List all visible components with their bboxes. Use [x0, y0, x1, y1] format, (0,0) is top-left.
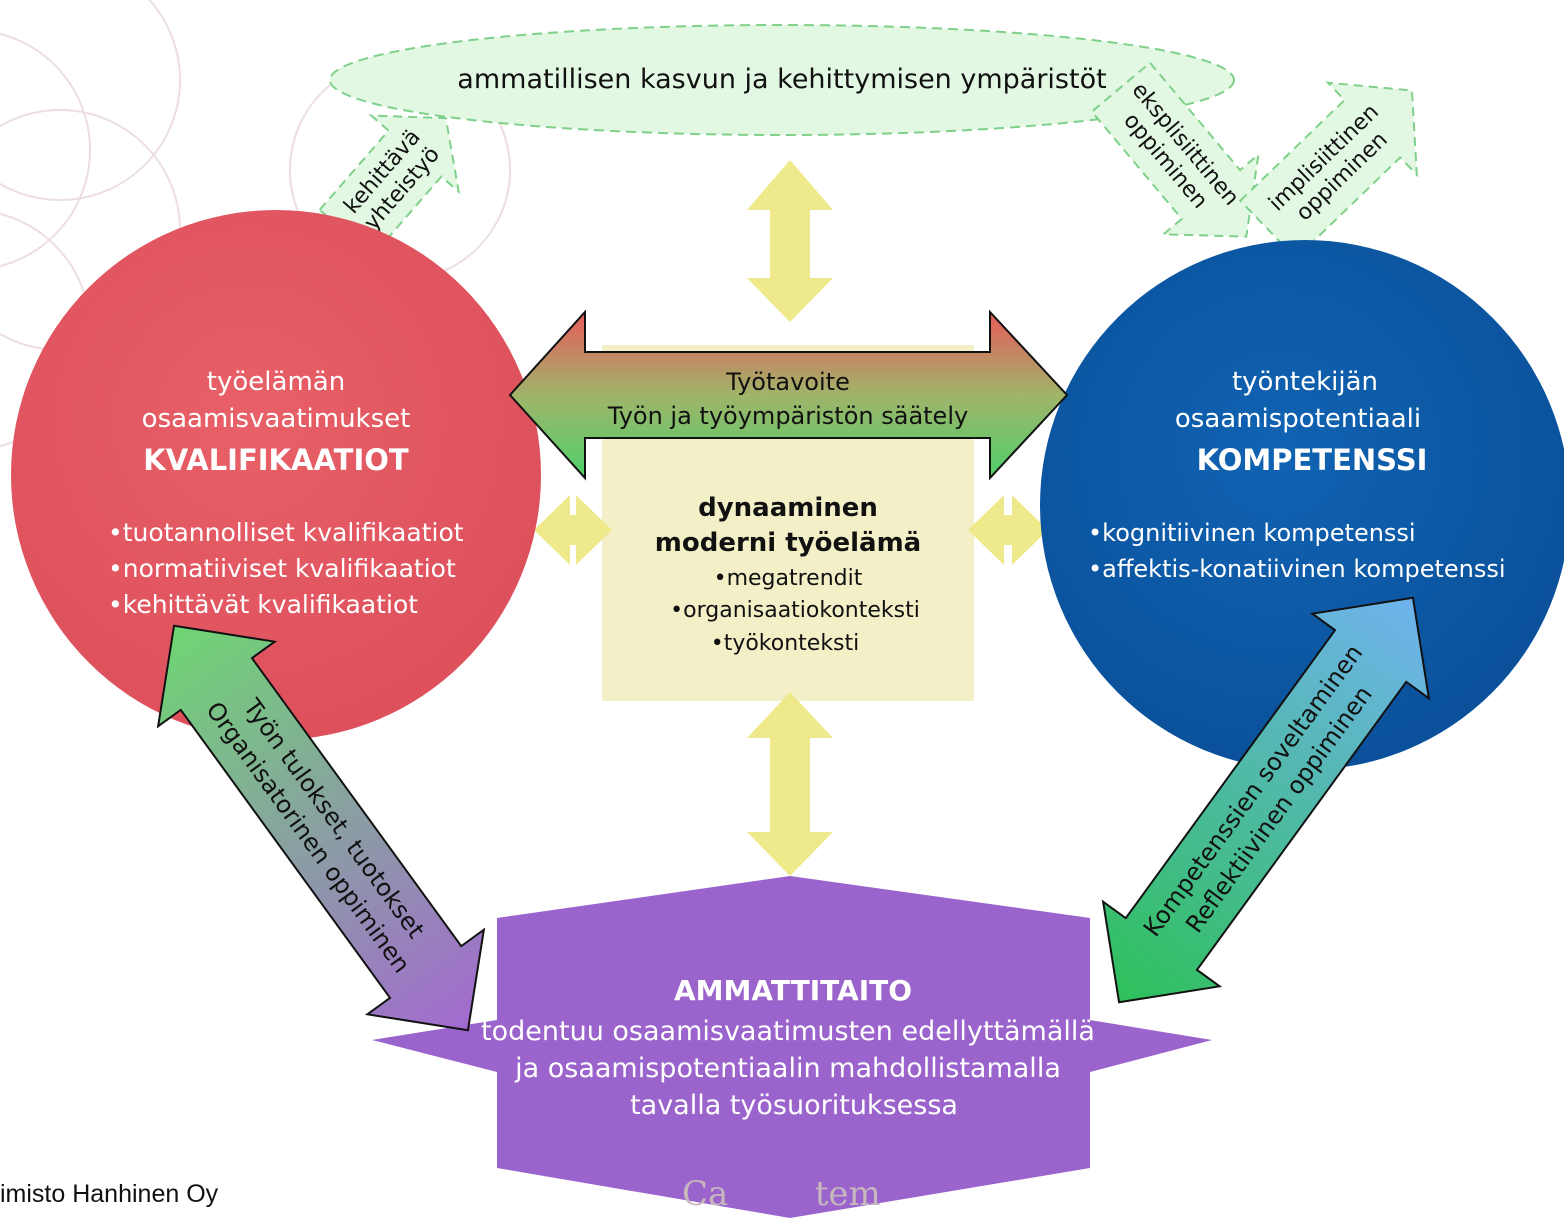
left-circle-heading: KVALIFIKAATIOT — [143, 443, 409, 477]
center-box-heading1: dynaaminen — [698, 493, 878, 523]
right-circle-line1: työntekijän — [1232, 367, 1378, 397]
bottom-star-heading: AMMATTITAITO — [674, 974, 912, 1007]
top-ellipse-label: ammatillisen kasvun ja kehittymisen ympä… — [457, 64, 1106, 95]
left-circle-line2: osaamisvaatimukset — [142, 404, 411, 434]
right-circle-bullet-2: •affektis-konatiivinen kompetenssi — [1088, 555, 1506, 583]
bottom-star-line-2: ja osaamispotentiaalin mahdollistamalla — [514, 1053, 1061, 1084]
top-ellipse — [329, 24, 1235, 136]
footer-watermark: Ca tem — [682, 1174, 881, 1214]
right-circle-heading: KOMPETENSSI — [1197, 443, 1428, 477]
center-box-heading2: moderni työelämä — [655, 528, 921, 558]
center-double-arrow — [508, 309, 1069, 481]
center-box-bullet-2: •organisaatiokonteksti — [670, 598, 920, 623]
center-arrow-line2: Työn ja työympäristön säätely — [607, 402, 968, 430]
bottom-star-line-1: todentuu osaamisvaatimusten edellyttämäl… — [481, 1016, 1095, 1047]
center-box-bullet-1: •megatrendit — [714, 566, 863, 591]
left-circle-line1: työelämän — [207, 367, 345, 397]
left-circle — [11, 210, 541, 740]
left-circle-bullet-1: •tuotannolliset kvalifikaatiot — [108, 518, 464, 547]
bottom-vertical-arrow — [747, 692, 833, 876]
bottom-star-line-3: tavalla työsuorituksessa — [630, 1090, 958, 1121]
footer-credit: imisto Hanhinen Oy — [0, 1180, 219, 1208]
left-horizontal-arrow — [534, 495, 612, 565]
right-horizontal-arrow — [968, 495, 1048, 565]
right-circle-bullet-1: •kognitiivinen kompetenssi — [1088, 519, 1416, 547]
top-vertical-arrow — [747, 160, 833, 322]
bottom-star — [372, 876, 1212, 1218]
center-arrow-line1: Työtavoite — [725, 368, 850, 396]
left-circle-bullet-2: •normatiiviset kvalifikaatiot — [108, 554, 456, 583]
right-circle-line2: osaamispotentiaali — [1175, 404, 1421, 434]
left-circle-bullet-3: •kehittävät kvalifikaatiot — [108, 590, 418, 619]
center-box-bullet-3: •työkonteksti — [711, 631, 860, 656]
right-circle — [1040, 240, 1564, 770]
